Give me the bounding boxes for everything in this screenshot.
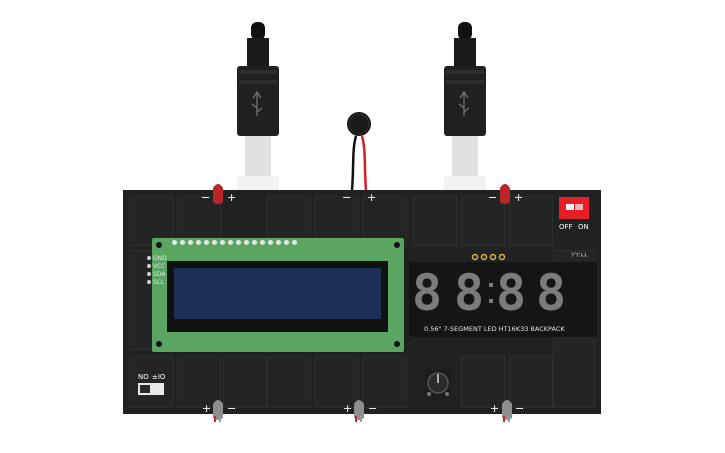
power-switch-slot bbox=[575, 204, 583, 210]
polarity-plus: + bbox=[490, 402, 500, 415]
led-bottom-middle-icon[interactable] bbox=[354, 400, 364, 422]
power-switch[interactable] bbox=[559, 197, 589, 219]
lcd-pin bbox=[180, 240, 185, 245]
board-cell bbox=[129, 196, 173, 246]
slide-switch-label-left: NO bbox=[138, 373, 149, 381]
power-off-label: OFF bbox=[559, 223, 573, 231]
board-cell bbox=[223, 356, 267, 408]
lcd-pin bbox=[292, 240, 297, 245]
mount-hole bbox=[156, 341, 162, 347]
polarity-plus: + bbox=[343, 402, 353, 415]
board-cell bbox=[413, 196, 457, 246]
lcd-pin bbox=[228, 240, 233, 245]
segment-digit: 8 bbox=[412, 264, 443, 322]
led-top-right-icon[interactable] bbox=[500, 184, 510, 204]
polarity-minus: − bbox=[368, 402, 378, 415]
segment-digit: 8 bbox=[496, 264, 527, 322]
lcd-pin bbox=[260, 240, 265, 245]
power-on-label: ON bbox=[578, 223, 589, 231]
polarity-plus: + bbox=[227, 191, 237, 204]
lcd-pin-label: SDA bbox=[153, 271, 166, 278]
board-cell bbox=[177, 356, 221, 408]
lcd-pin bbox=[284, 240, 289, 245]
slide-switch[interactable] bbox=[138, 383, 164, 395]
board-cell bbox=[509, 196, 553, 246]
lcd-pin bbox=[212, 240, 217, 245]
board-cell bbox=[315, 196, 359, 246]
mount-hole bbox=[156, 242, 162, 248]
board-cell bbox=[509, 356, 553, 408]
lcd-pin bbox=[244, 240, 249, 245]
seg-caption: 0.56" 7-SEGMENT LED HT16K33 BACKPACK bbox=[424, 325, 565, 333]
lcd-pin-label: VCC bbox=[153, 263, 166, 270]
board-cell bbox=[267, 196, 311, 246]
lcd-pin bbox=[252, 240, 257, 245]
board-cell bbox=[129, 356, 173, 408]
polarity-minus: − bbox=[227, 402, 237, 415]
usb-left-icon[interactable] bbox=[237, 22, 279, 190]
board-cell bbox=[363, 196, 407, 246]
slide-switch-knob bbox=[140, 385, 150, 393]
seg-header-pins bbox=[471, 253, 506, 261]
seg-header-label: ƳƳ⅄⅄ bbox=[571, 252, 588, 259]
lcd-screen bbox=[174, 268, 381, 319]
lcd-pin bbox=[172, 240, 177, 245]
lcd-pin-label: SCL bbox=[153, 279, 165, 286]
led-bottom-right-icon[interactable] bbox=[502, 400, 512, 422]
polarity-plus: + bbox=[514, 191, 524, 204]
slide-switch-label-right: ±IO bbox=[152, 373, 166, 381]
power-switch-knob bbox=[566, 204, 574, 210]
segment-digit: 8 bbox=[454, 264, 485, 322]
lcd-pin bbox=[268, 240, 273, 245]
segment-digit: 8 bbox=[536, 264, 567, 322]
buzzer-icon[interactable] bbox=[347, 112, 371, 191]
board-cell bbox=[363, 356, 407, 408]
lcd-side-pins bbox=[147, 256, 151, 284]
board-cell bbox=[267, 356, 311, 408]
polarity-minus: − bbox=[488, 191, 498, 204]
lcd-pin-label: GND bbox=[153, 255, 167, 262]
polarity-plus: + bbox=[202, 402, 212, 415]
polarity-minus: − bbox=[201, 191, 211, 204]
seven-segment-module[interactable] bbox=[409, 262, 597, 337]
lcd-pin bbox=[236, 240, 241, 245]
led-top-left-icon[interactable] bbox=[213, 184, 223, 204]
mount-hole bbox=[394, 242, 400, 248]
segment-colon bbox=[489, 283, 493, 303]
lcd-pin bbox=[220, 240, 225, 245]
potentiometer-icon[interactable] bbox=[423, 368, 453, 398]
polarity-minus: − bbox=[515, 402, 525, 415]
usb-right-icon[interactable] bbox=[444, 22, 486, 190]
lcd-pin bbox=[204, 240, 209, 245]
lcd-pin bbox=[196, 240, 201, 245]
mount-hole bbox=[394, 341, 400, 347]
led-bottom-left-icon[interactable] bbox=[213, 400, 223, 422]
polarity-minus: − bbox=[342, 191, 352, 204]
lcd-pin bbox=[276, 240, 281, 245]
lcd-pin bbox=[188, 240, 193, 245]
board-cell bbox=[315, 356, 359, 408]
board-cell bbox=[461, 196, 505, 246]
board-cell bbox=[177, 196, 221, 246]
polarity-plus: + bbox=[367, 191, 377, 204]
board-cell bbox=[461, 356, 505, 408]
